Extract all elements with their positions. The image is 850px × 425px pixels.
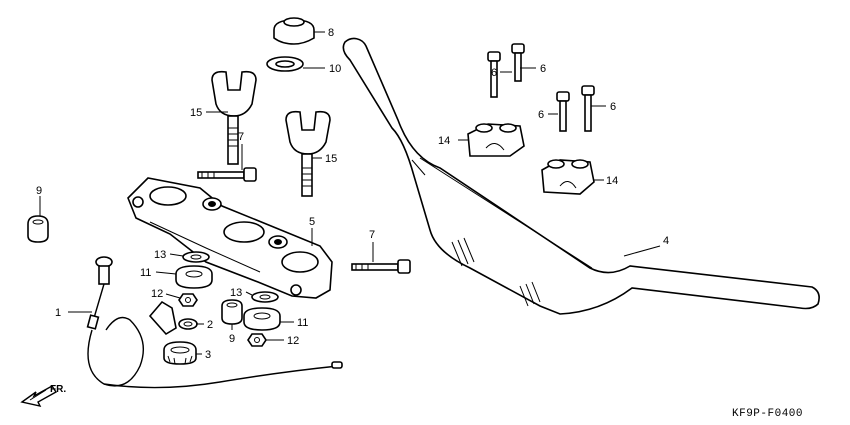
- callout-6-d: 6: [610, 101, 616, 113]
- callout-1: 1: [55, 307, 61, 319]
- callout-5: 5: [309, 216, 315, 228]
- washer-10: [266, 56, 304, 72]
- callout-labels: 8 10 15 7 15 5 7 6 6 6 6 14 14 4 9 1 13 …: [36, 27, 669, 361]
- rubber-13-right: [251, 291, 279, 303]
- bracket-2: [148, 300, 198, 336]
- bolt-7-upper: [197, 167, 257, 182]
- callout-3: 3: [205, 349, 211, 361]
- callout-12-right: 12: [287, 335, 299, 347]
- callout-13-right: 13: [230, 287, 242, 299]
- nut-12-left: [178, 293, 198, 307]
- rubber-13-left: [182, 251, 210, 263]
- callout-15-right: 15: [325, 153, 337, 165]
- callout-7-lower: 7: [369, 229, 375, 241]
- callout-2: 2: [207, 319, 213, 331]
- bolt-6-a: [487, 51, 501, 98]
- callout-11-right: 11: [297, 317, 308, 329]
- handle-holder-left: [211, 70, 257, 165]
- handle-holder-right: [285, 110, 331, 197]
- callout-14-a: 14: [438, 135, 450, 147]
- handlebar: [342, 37, 820, 315]
- callout-10: 10: [329, 63, 341, 75]
- callout-9-left: 9: [36, 185, 42, 197]
- rubber-11-left: [175, 265, 213, 289]
- callout-6-a: 6: [491, 67, 497, 79]
- front-direction-arrow-icon: [20, 385, 58, 408]
- bolt-6-b: [511, 43, 525, 82]
- leader-lines: [39, 31, 661, 355]
- nut-12-right: [247, 333, 267, 347]
- callout-9-right: 9: [229, 333, 235, 345]
- callout-12-left: 12: [151, 288, 163, 300]
- callout-6-b: 6: [540, 63, 546, 75]
- bolt-6-d: [581, 85, 595, 132]
- callout-14-b: 14: [606, 175, 618, 187]
- callout-11-left: 11: [140, 267, 151, 279]
- upper-holder-top: [467, 123, 525, 157]
- rubber-11-right: [243, 307, 281, 331]
- bolt-7-lower: [351, 259, 411, 274]
- callout-13-left: 13: [154, 249, 166, 261]
- front-direction-label: FR.: [50, 384, 66, 395]
- callout-15-left: 15: [190, 107, 202, 119]
- callout-4: 4: [663, 235, 669, 247]
- callout-8: 8: [328, 27, 334, 39]
- bolt-6-c: [556, 91, 570, 132]
- collar-9-right: [221, 299, 243, 325]
- collar-9-left: [27, 215, 49, 243]
- upper-holder-bottom: [541, 159, 595, 195]
- diagram-code: KF9P-F0400: [732, 408, 803, 420]
- choke-cable: [86, 256, 343, 389]
- callout-7-upper: 7: [238, 131, 244, 143]
- nut-8: [273, 17, 315, 45]
- callout-6-c: 6: [538, 109, 544, 121]
- top-bridge: [127, 177, 333, 299]
- collar-3: [163, 341, 197, 365]
